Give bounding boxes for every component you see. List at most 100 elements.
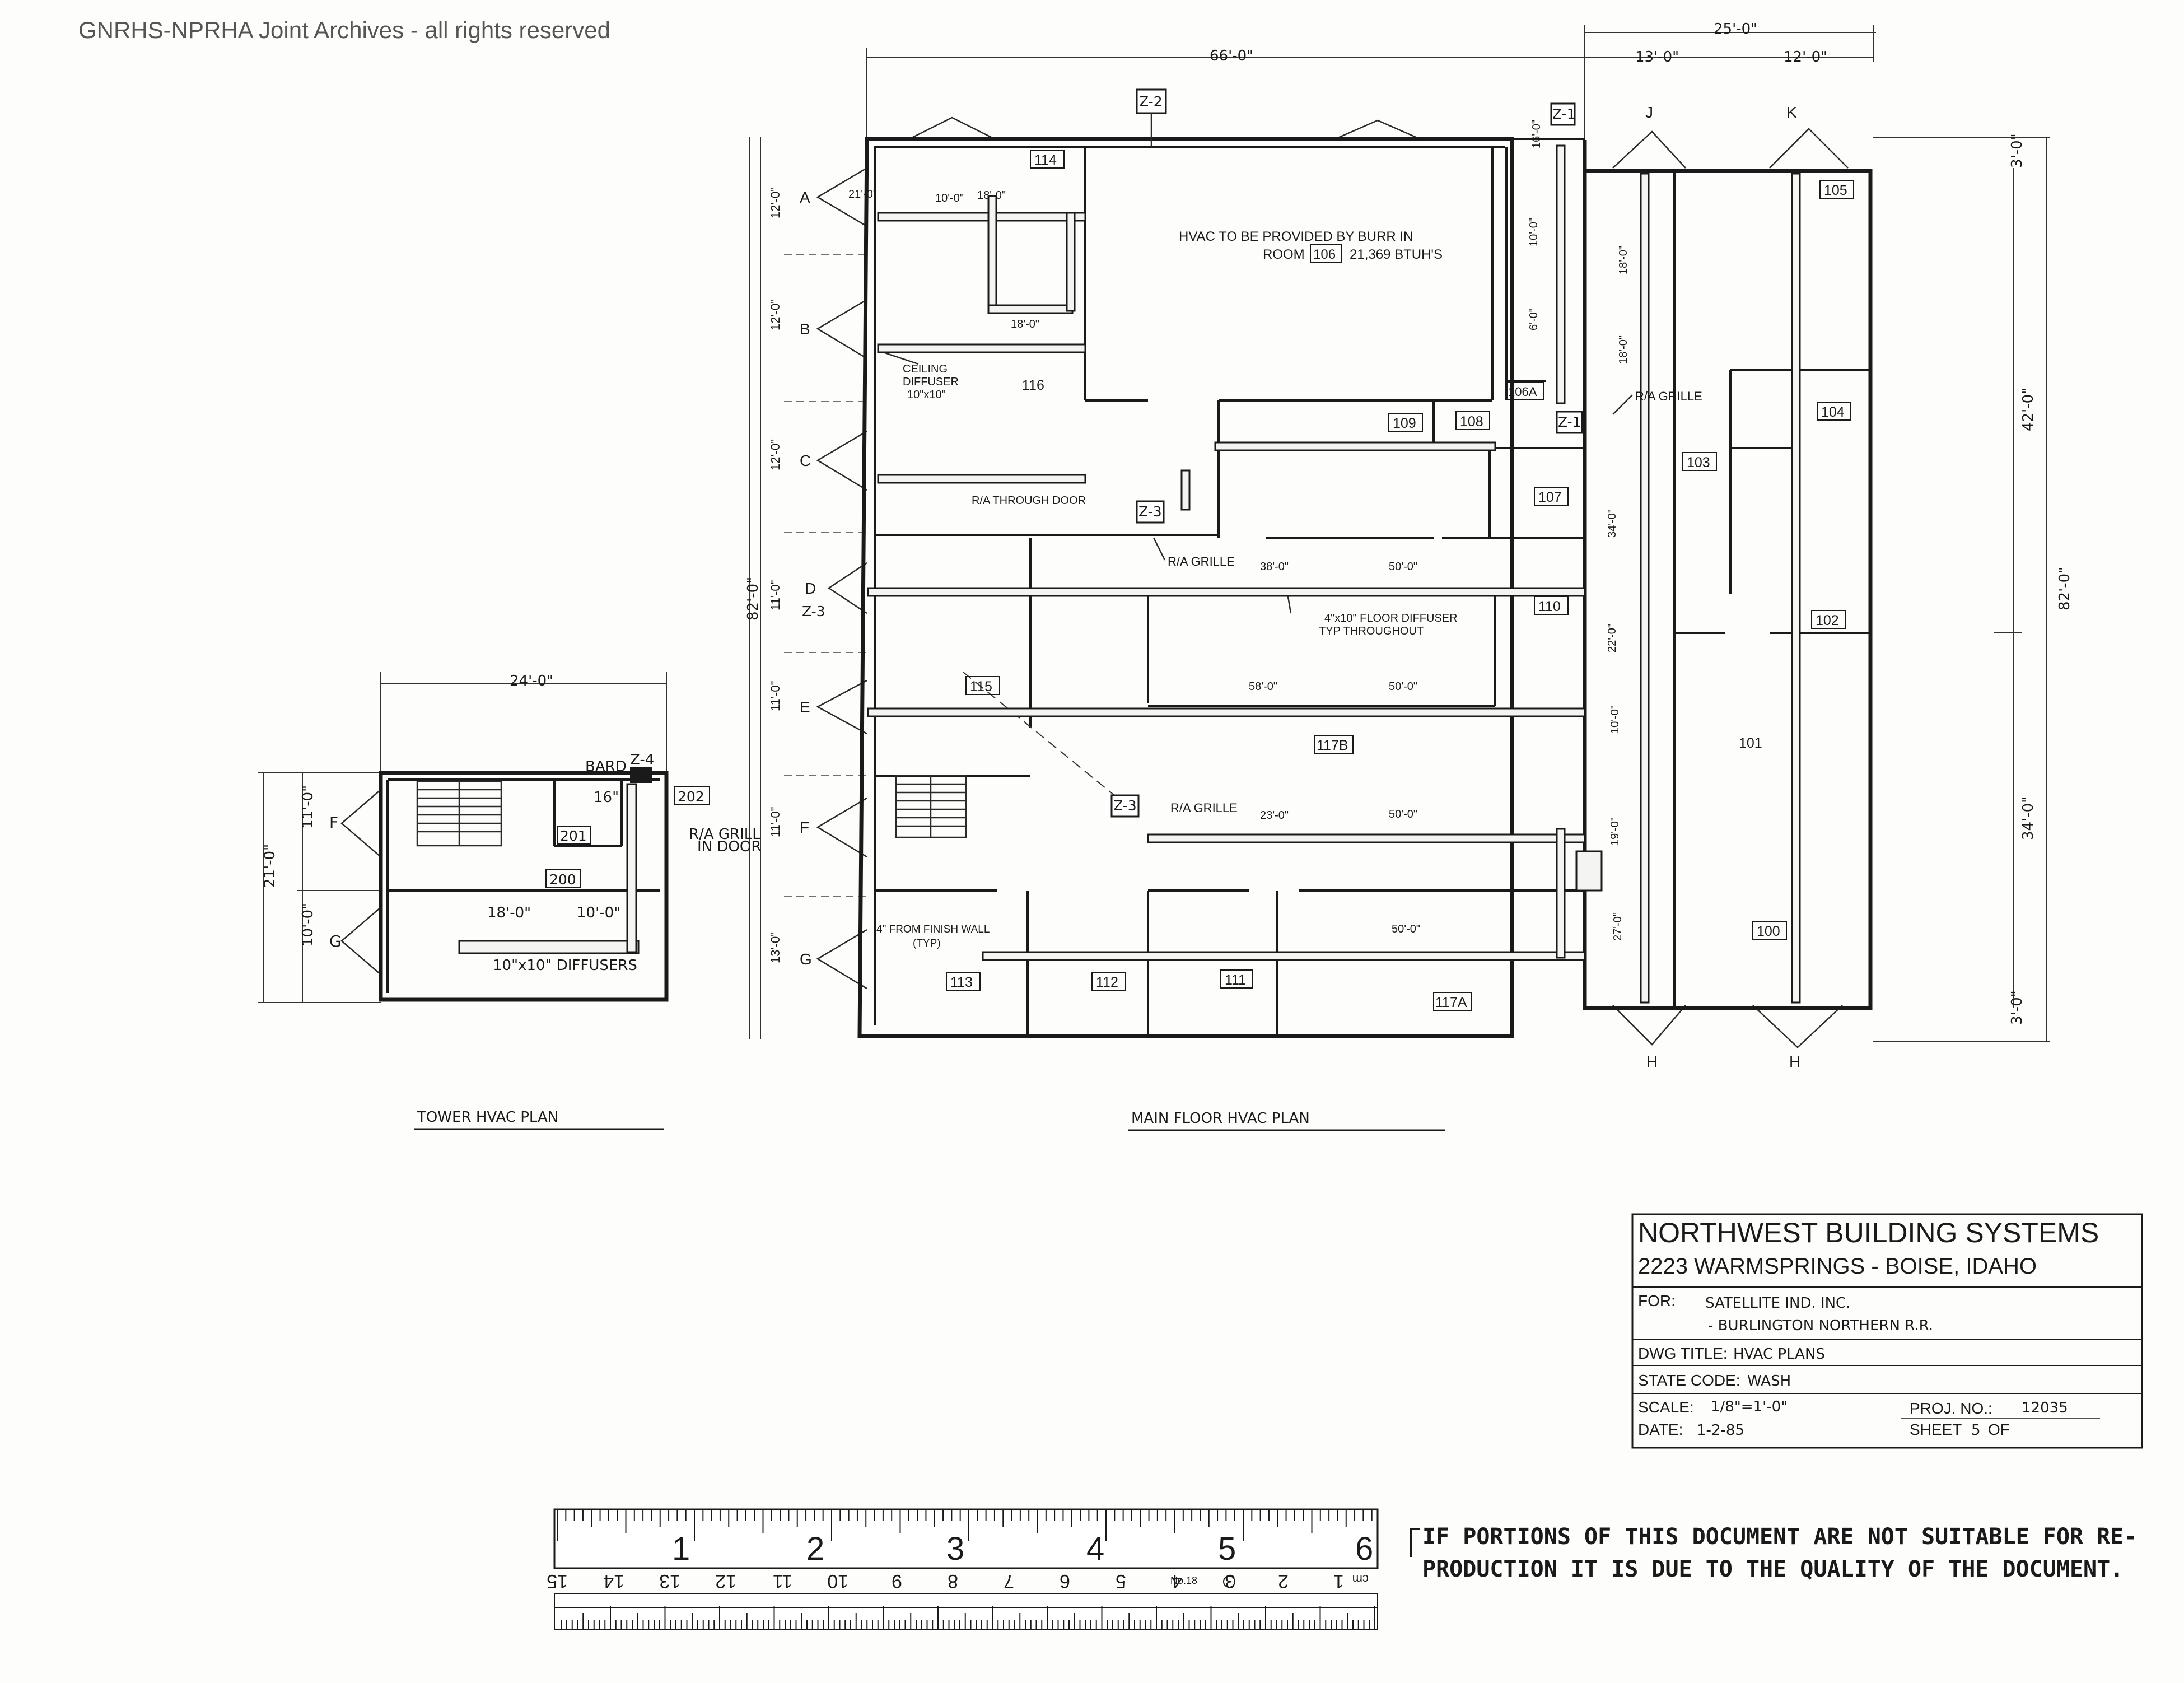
ruler-cm-9: 9 <box>892 1570 902 1592</box>
len-16: 16'-0" <box>1530 120 1543 148</box>
tb-date: 1-2-85 <box>1697 1422 1744 1439</box>
room-112: 112 <box>1096 975 1118 990</box>
tower-plan-title: TOWER HVAC PLAN <box>417 1109 558 1126</box>
dim-row-b: 12'-0" <box>768 299 782 330</box>
ruler-cm-10: 10 <box>827 1570 848 1592</box>
zone-z2: Z-2 <box>1139 94 1163 110</box>
main-plan-title: MAIN FLOOR HVAC PLAN <box>1131 1110 1310 1127</box>
room-numbers: 114 116 109 108 107 106A 110 115 117B 11… <box>946 150 1854 1011</box>
stamp-line-1: IF PORTIONS OF THIS DOCUMENT ARE NOT SUI… <box>1422 1524 2137 1550</box>
tb-dwg-title: HVAC PLANS <box>1733 1346 1825 1363</box>
tower-dim-lower: 10'-0" <box>300 903 316 947</box>
title-block: NORTHWEST BUILDING SYSTEMS 2223 WARMSPRI… <box>1631 1213 2143 1449</box>
room-100: 100 <box>1757 924 1780 939</box>
len-22: 22'-0" <box>1606 624 1618 652</box>
dim-right-top: 3'-0" <box>2009 133 2026 168</box>
zone-z3-c: Z-3 <box>1113 798 1137 814</box>
tower-dim-width: 24'-0" <box>510 673 553 689</box>
tb-for-line1: SATELLITE IND. INC. <box>1705 1295 1850 1312</box>
zone-z1-mid: Z-1 <box>1558 414 1581 430</box>
ductwork <box>867 144 1801 1004</box>
dim-right-lower: 34'-0" <box>2020 796 2037 840</box>
len-18c: 18'-0" <box>1617 246 1630 274</box>
ruler-cm-unit: cm <box>1352 1572 1369 1586</box>
grid-labels: A B C D E F G J K H H <box>800 104 1800 1070</box>
room-117b: 117B <box>1317 738 1348 753</box>
tb-sheet-of: OF <box>1988 1421 2010 1438</box>
room-115: 115 <box>970 679 992 694</box>
tb-address: 2223 WARMSPRINGS - BOISE, IDAHO <box>1638 1254 2037 1279</box>
note-ceiling-diffuser-1: CEILING <box>903 363 948 375</box>
dim-row-c: 12'-0" <box>768 439 782 470</box>
tb-date-label: DATE: <box>1638 1421 1683 1438</box>
tower-grid-f: F <box>329 813 338 832</box>
ruler-maker: No.18 <box>1170 1575 1197 1586</box>
room-105: 105 <box>1824 183 1847 198</box>
grid-c: C <box>800 452 811 469</box>
room-111: 111 <box>1225 972 1246 988</box>
room-108: 108 <box>1460 414 1483 430</box>
ruler-cm-2: 2 <box>1278 1570 1289 1592</box>
room-114: 114 <box>1034 152 1057 168</box>
ruler-cm-7: 7 <box>1004 1570 1014 1592</box>
room-113: 113 <box>950 975 973 990</box>
zone-tags: Z-2 Z-1 Z-1 Z-3 Z-3 Z-3 <box>802 88 1583 818</box>
zone-z3-a: Z-3 <box>1138 503 1162 520</box>
dim-row-d: 11'-0" <box>768 580 782 610</box>
tower-note-diffusers: 10"x10" DIFFUSERS <box>493 957 637 974</box>
ruler-cm-13: 13 <box>659 1570 680 1592</box>
main-floor-plan: 66'-0" 25'-0" 13'-0" 12'-0" 82'-0" 12'-0… <box>745 21 2073 1131</box>
tower-len-10: 10'-0" <box>577 905 620 921</box>
tower-plan: 24'-0" 21'-0" 11'-0" 10'-0" F G <box>258 672 761 1130</box>
dim-row-f: 11'-0" <box>768 807 782 837</box>
note-hvac-room-prefix: ROOM <box>1263 247 1305 262</box>
watermark: GNRHS-NPRHA Joint Archives - all rights … <box>78 17 610 43</box>
ruler-cm-6: 6 <box>1060 1570 1070 1592</box>
note-ceiling-diffuser-3: 10"x10" <box>907 389 946 401</box>
tb-company: NORTHWEST BUILDING SYSTEMS <box>1638 1217 2099 1248</box>
tower-note-bard: BARD <box>585 758 627 775</box>
len-58: 58'-0" <box>1249 680 1277 693</box>
tb-for-line2: - BURLINGTON NORTHERN R.R. <box>1708 1317 1933 1334</box>
tb-sheet-label: SHEET <box>1910 1421 1962 1438</box>
reproduction-stamp: IF PORTIONS OF THIS DOCUMENT ARE NOT SUI… <box>1410 1524 2137 1582</box>
tower-zone: Z-4 <box>630 752 654 768</box>
ruler-cm-11: 11 <box>773 1570 792 1592</box>
grid-h-1: H <box>1646 1053 1658 1070</box>
dim-row-a: 12'-0" <box>768 187 782 218</box>
note-finish-wall-2: (TYP) <box>913 938 941 949</box>
tb-dwg-title-label: DWG TITLE: <box>1638 1345 1728 1362</box>
len-21: 21'-0" <box>848 188 877 201</box>
ruler-cm-4: 4 <box>1172 1570 1182 1592</box>
room-102: 102 <box>1816 613 1839 628</box>
tb-sheet: 5 <box>1971 1422 1981 1439</box>
ruler-maker-logo <box>1223 1575 1235 1588</box>
note-hvac-room: 106 <box>1313 247 1336 262</box>
tower-dim-upper: 11'-0" <box>300 785 316 829</box>
row-dimensions: 12'-0" 12'-0" 12'-0" 11'-0" 11'-0" 11'-0… <box>768 187 782 963</box>
room-109: 109 <box>1393 416 1416 431</box>
tower-grid-g: G <box>329 932 342 950</box>
len-23: 23'-0" <box>1260 809 1289 822</box>
note-finish-wall-1: 4" FROM FINISH WALL <box>876 924 990 935</box>
duct-lengths: 21'-0" 10'-0" 18'-0" 18'-0" 38'-0" 50'-0… <box>848 120 1630 941</box>
tower-room-201: 201 <box>560 828 587 844</box>
dim-top-right: 25'-0" <box>1714 21 1757 38</box>
zone-z1-top: Z-1 <box>1552 106 1576 122</box>
tower-dim-height: 21'-0" <box>262 844 278 888</box>
dim-right-bottom: 3'-0" <box>2009 990 2026 1025</box>
len-27: 27'-0" <box>1612 912 1624 941</box>
grid-k: K <box>1786 104 1797 121</box>
note-ra-grille-1: R/A GRILLE <box>1168 554 1235 568</box>
tb-scale-label: SCALE: <box>1638 1398 1694 1416</box>
ruler-in-4: 4 <box>1086 1531 1104 1567</box>
ruler-in-2: 2 <box>806 1531 824 1567</box>
room-101: 101 <box>1739 735 1762 751</box>
stair-main <box>895 775 967 838</box>
ruler-cm-3: 3 <box>1225 1570 1235 1592</box>
note-ra-grille-3: R/A GRILLE <box>1170 801 1238 815</box>
ruler-cm-12: 12 <box>715 1570 736 1592</box>
ruler-in-5: 5 <box>1218 1531 1236 1567</box>
len-50a: 50'-0" <box>1389 561 1417 573</box>
